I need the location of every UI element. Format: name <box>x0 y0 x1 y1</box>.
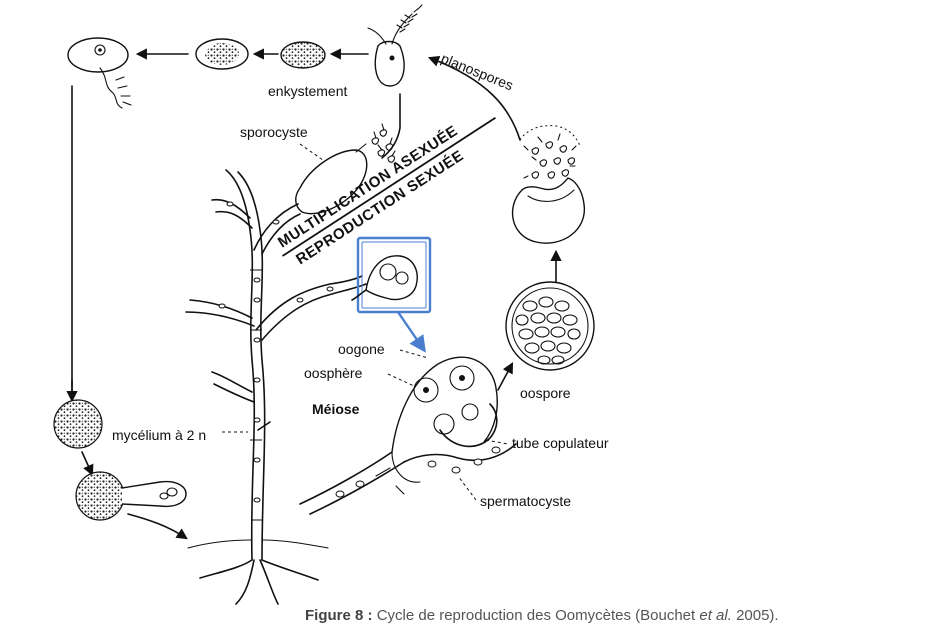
arrow-planospores <box>427 55 521 141</box>
planospore-zoospore <box>367 4 423 87</box>
figure-caption: Figure 8 : Cycle de reproduction des Oom… <box>305 607 925 624</box>
leader-sporocyste <box>299 143 341 173</box>
arrow-cyst-to-germination <box>81 451 94 477</box>
caption-year: 2005). <box>736 607 779 624</box>
mycelium-hyphae <box>185 169 367 605</box>
encysted-zoospore <box>195 38 249 70</box>
label-mycelium: mycélium à 2 n <box>112 427 206 443</box>
label-oogone: oogone <box>338 341 385 357</box>
caption-prefix: Figure 8 : <box>305 607 373 624</box>
leader-spermatocyste <box>457 475 477 501</box>
oogonium-large <box>299 356 517 515</box>
label-oospore: oospore <box>520 385 571 401</box>
germinating-cyst <box>67 37 132 109</box>
band-divider <box>281 116 496 257</box>
line-zoospore-to-sporocyst <box>381 93 401 159</box>
label-sporocyste: sporocyste <box>240 124 308 140</box>
label-oosphere: oosphère <box>304 365 363 381</box>
leader-oogone <box>399 349 429 359</box>
sporocyst <box>295 123 396 215</box>
label-enkystement: enkystement <box>268 83 347 99</box>
zoom-arrow <box>397 311 426 353</box>
label-planospores: planospores <box>439 50 516 93</box>
arrow-oogonium-to-oospore <box>497 362 514 391</box>
oospore <box>505 281 595 371</box>
arrow-to-mycelium <box>127 513 188 540</box>
cyst-ball <box>53 399 103 449</box>
caption-etal: et al. <box>699 607 732 624</box>
encysting-zoospore <box>280 41 326 69</box>
label-tube-copulateur: tube copulateur <box>512 435 609 451</box>
germinating-cyst-hypha <box>75 471 187 521</box>
label-meiose: Méiose <box>312 401 360 417</box>
leader-tube <box>485 439 509 445</box>
caption-text: Cycle de reproduction des Oomycètes (Bou… <box>376 607 696 624</box>
label-spermatocyste: spermatocyste <box>480 493 571 509</box>
highlight-box <box>356 236 432 314</box>
oogonium-initial <box>351 236 432 314</box>
leader-oosphere <box>387 373 415 387</box>
germinating-oospore <box>511 125 586 244</box>
